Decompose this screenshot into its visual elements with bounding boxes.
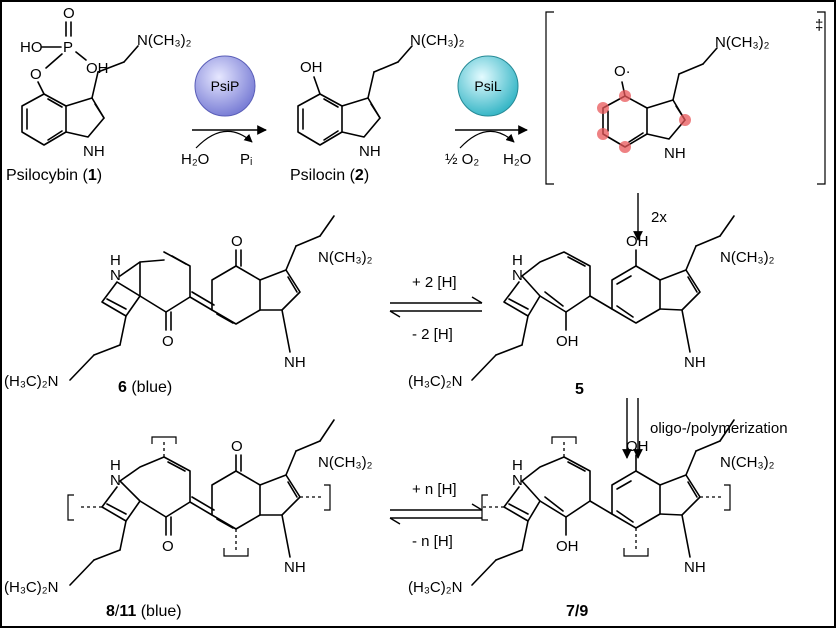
radical-oxygen: O· [614,63,631,80]
radical-nh: NH [664,145,686,162]
oxidize-2h-label: - 2 [H] [412,326,453,343]
svg-text:NH: NH [684,559,706,576]
phosphate-o-top: O [63,5,75,22]
svg-text:H: H [110,252,121,269]
svg-text:N: N [512,267,523,284]
svg-text:NH: NH [684,354,706,371]
svg-text:H: H [512,457,523,474]
compound-5-amine-right: N(CH₃)₂ [720,249,775,266]
svg-text:O: O [231,233,243,250]
equilibrium-6-5 [389,296,483,318]
psilocin-oh: OH [300,59,323,76]
compound-5-amine-left: (H₃C)₂N [408,373,462,390]
svg-text:NH: NH [284,354,306,371]
psil-enzyme-label: PsiL [474,78,501,94]
radical-spin-density-dots [597,90,691,153]
radical-structure: O· NH N(CH₃)₂ [602,34,770,162]
psilocybin-amine: N(CH₃)₂ [137,32,192,49]
compound-8-11-structure: H N O (H₃C)₂N O NH N(CH₃)₂ [4,419,373,596]
phosphate-oh-right: OH [86,60,109,77]
transition-state-symbol: ‡ [815,17,823,34]
psilocin-label: Psilocin (2) [290,167,369,184]
psip-enzyme-label: PsiP [211,78,240,94]
reduce-2h-label: + 2 [H] [412,274,457,291]
radical-amine: N(CH₃)₂ [715,34,770,51]
psilocybin-nh: NH [83,143,105,160]
psip-phosphate-product: Pᵢ [240,151,252,168]
psip-enzyme-sphere [194,55,256,117]
compound-8-11-label: 8/11 (blue) [106,603,182,620]
svg-text:O: O [162,538,174,555]
svg-text:OH: OH [626,233,649,250]
psilocybin-label: Psilocybin (1) [6,167,102,184]
compound-8-11-amine-left: (H₃C)₂N [4,579,58,596]
compound-6-amine-right: N(CH₃)₂ [318,249,373,266]
reduce-nh-label: + n [H] [412,481,457,498]
compound-7-9-amine-left: (H₃C)₂N [408,579,462,596]
polymerization-label: oligo-/polymerization [650,420,788,437]
svg-text:N: N [512,472,523,489]
psil-water: H₂O [503,151,531,168]
psip-curved-arrow [195,130,253,149]
psilocin-structure: OH NH N(CH₃)₂ [297,32,465,160]
transition-state-bracket [545,11,826,185]
psilocin-nh: NH [359,143,381,160]
svg-text:N: N [110,267,121,284]
svg-text:O: O [231,438,243,455]
psilocybin-structure: O P HO OH O NH N(CH₃)₂ [20,5,192,160]
compound-6-amine: (H₃C)₂N [4,373,58,390]
psil-enzyme-sphere [457,55,519,117]
svg-text:OH: OH [556,538,579,555]
psil-oxygen: ½ O₂ [445,151,479,168]
svg-text:H: H [110,457,121,474]
compound-7-9-amine-right: N(CH₃)₂ [720,454,775,471]
svg-text:O: O [162,333,174,350]
compound-6-label: 6 (blue) [118,379,172,396]
compound-8-11-amine-right: N(CH₃)₂ [318,454,373,471]
phosphate-ester-o: O [30,66,42,83]
phosphate-ho-left: HO [20,39,43,56]
equilibrium-8-7 [389,503,483,525]
oxidize-nh-label: - n [H] [412,533,453,550]
svg-text:NH: NH [284,559,306,576]
psip-water: H₂O [181,151,209,168]
compound-7-9-structure: H N OH (H₃C)₂N OH NH N(CH₃)₂ [408,419,775,596]
svg-text:OH: OH [556,333,579,350]
psilocin-amine: N(CH₃)₂ [410,32,465,49]
compound-5-structure: H N OH (H₃C)₂N OH NH N(CH₃)₂ [408,215,775,390]
compound-5-label: 5 [575,381,584,398]
svg-text:N: N [110,472,121,489]
compound-7-9-label: 7/9 [566,603,588,620]
compound-6-structure: H N O (H₃C)₂N O NH N(CH₃)₂ [4,215,373,390]
phosphorus-atom: P [63,39,73,56]
svg-text:H: H [512,252,523,269]
dimerization-label: 2x [651,209,667,226]
psil-curved-arrow [459,130,515,149]
svg-text:OH: OH [626,438,649,455]
